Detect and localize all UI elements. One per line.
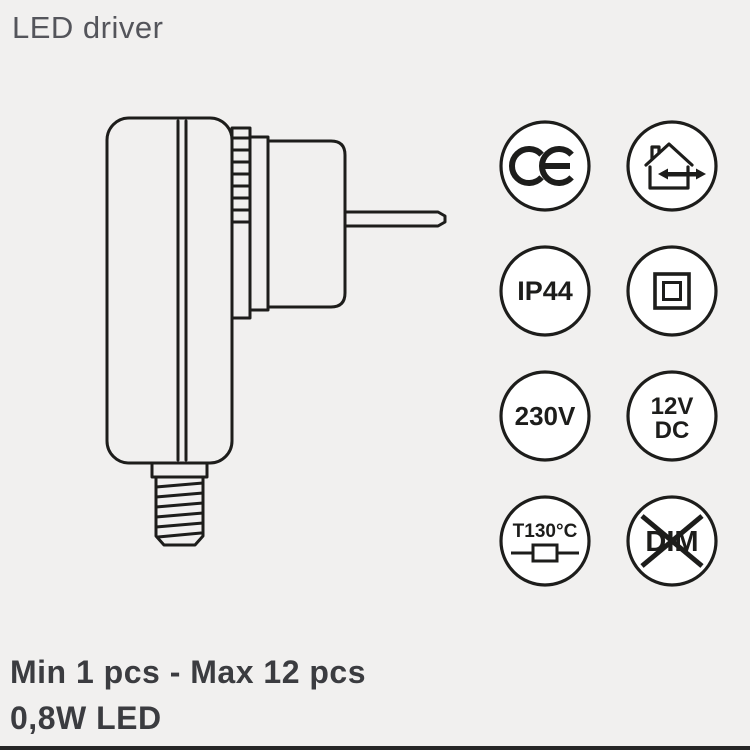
input-voltage-label: 230V [515, 401, 576, 431]
double-arrow-icon [658, 168, 706, 180]
badge-230v: 230V [497, 368, 593, 464]
badge-ce [497, 118, 593, 214]
badge-indoor-outdoor [624, 118, 720, 214]
driver-body [105, 116, 234, 465]
output-type-label: DC [655, 417, 690, 444]
cross-out-icon [640, 514, 704, 568]
footer-quantity: Min 1 pcs - Max 12 pcs [10, 654, 367, 690]
page-title: LED driver [12, 10, 164, 45]
temperature-label: T130°C [513, 521, 578, 542]
plug-flange [248, 135, 270, 312]
badge-t130: T130°C [497, 493, 593, 589]
badge-not-dimmable: DIM [624, 493, 720, 589]
footer-wattage: 0,8W LED [10, 700, 162, 736]
plug-pin [343, 210, 447, 228]
ip44-label: IP44 [517, 276, 573, 306]
led-driver-drawing [105, 116, 447, 547]
house-arrow-icon [644, 142, 706, 190]
ce-mark-icon [509, 146, 574, 186]
badge-ip44: IP44 [497, 243, 593, 339]
fuse-icon [511, 543, 579, 563]
badge-12v-dc: 12V DC [624, 368, 720, 464]
plug-neck [230, 126, 252, 320]
bottom-border-bar [0, 746, 750, 750]
badge-class-ii [624, 243, 720, 339]
plug-face [266, 139, 347, 309]
badge-grid: IP44 230V 12V DC [497, 118, 720, 589]
output-voltage-label: 12V [651, 393, 694, 420]
double-square-icon [653, 272, 691, 310]
thread-connector [150, 461, 209, 547]
